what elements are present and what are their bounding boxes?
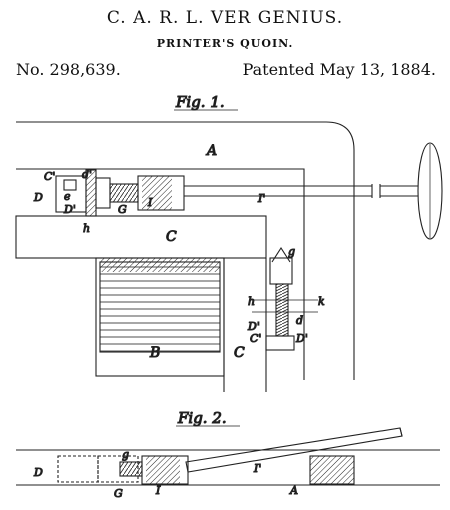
figure-2: Fig. 2. D g G I I' A <box>16 408 440 501</box>
label-d: D <box>33 191 43 204</box>
vertical-quoin-base <box>265 335 295 351</box>
patent-date: Patented May 13, 1884. <box>242 60 436 79</box>
chase-frame-a <box>16 121 355 380</box>
label-d-lower: d <box>296 314 303 327</box>
fig2-title: Fig. 2. <box>177 409 227 427</box>
label-g: G <box>118 203 127 216</box>
label-a: A <box>205 143 217 159</box>
fig2-shaft-end <box>399 427 403 437</box>
label-c-prime: C' <box>44 170 55 183</box>
label-d-prime: D' <box>63 203 76 216</box>
label-c: C <box>166 229 177 245</box>
figure-1: Fig. 1. <box>15 92 443 392</box>
label-b: B <box>149 345 160 361</box>
type-lines <box>99 261 221 353</box>
invention-title: PRINTER'S QUOIN. <box>156 37 294 50</box>
quoin-wedge-e <box>63 179 77 191</box>
label-c-prime-lower: C' <box>250 332 261 345</box>
fig1-title: Fig. 1. <box>175 93 225 111</box>
furniture-bar-c <box>15 215 267 259</box>
fig2-label-i: I <box>155 484 161 497</box>
fig2-label-g-small: g <box>122 448 129 461</box>
fig2-label-i-prime: I' <box>253 462 261 475</box>
fig2-furniture-block <box>309 455 355 485</box>
inventor-name: C. A. R. L. VER GENIUS. <box>106 8 344 28</box>
coupling-shading <box>142 176 172 210</box>
fig2-screw-g <box>119 461 143 477</box>
label-i-prime: I' <box>257 192 265 205</box>
label-e: e <box>64 190 71 203</box>
screw-thread-g <box>109 183 139 203</box>
label-h: h <box>83 222 90 235</box>
label-h-right: h <box>248 295 255 308</box>
label-d-prime-left: D' <box>247 320 260 333</box>
patent-number: No. 298,639. <box>16 60 121 79</box>
label-d-prime-right: D' <box>295 332 308 345</box>
quoin-nut <box>95 177 111 209</box>
label-k: k <box>318 295 325 308</box>
fig2-label-d: D <box>33 466 43 479</box>
type-top-hatch <box>100 258 220 272</box>
fig2-quoin-d <box>57 455 99 483</box>
label-g-small: g <box>288 245 295 258</box>
key-handle <box>417 142 443 240</box>
label-c-lower: C <box>234 345 245 361</box>
label-i: I <box>147 196 153 209</box>
vertical-screw <box>275 283 289 337</box>
chase-inner-edge <box>16 168 305 380</box>
fig2-coupling-shading <box>146 456 180 484</box>
vertical-quoin-tip <box>271 246 291 263</box>
fig2-label-g: G <box>114 487 123 500</box>
vertical-quoin-cap <box>269 257 293 285</box>
fig2-label-a: A <box>289 484 298 497</box>
label-d-small: d' <box>82 168 92 181</box>
